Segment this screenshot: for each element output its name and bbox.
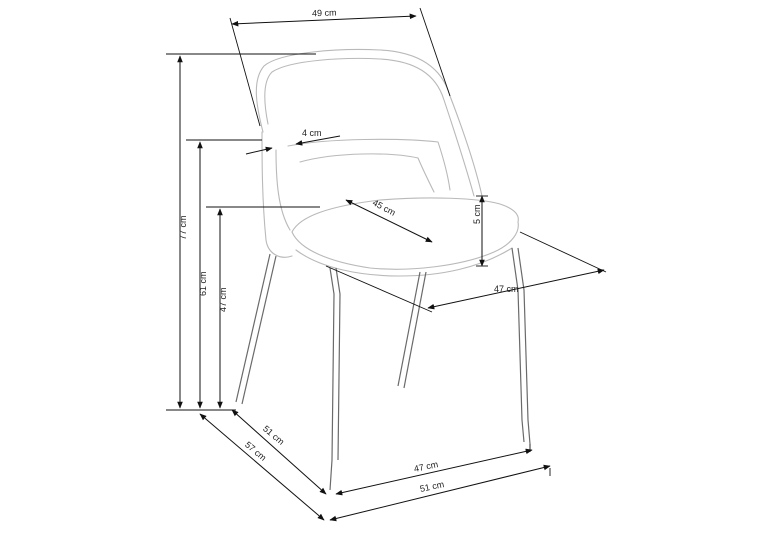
label-total-height: 77 cm <box>178 215 188 240</box>
label-seat-thickness: 5 cm <box>472 204 482 224</box>
dimension-lines <box>166 7 607 522</box>
seat-top <box>291 197 519 233</box>
label-seat-width: 47 cm <box>494 284 519 294</box>
leg-back-right-2 <box>403 271 427 389</box>
shell-left-inner <box>275 149 291 231</box>
label-seat-depth: 45 cm <box>371 197 397 217</box>
label-armrest-height: 61 cm <box>198 271 208 296</box>
label-base-width: 47 cm <box>413 459 439 474</box>
backrest-opening-lower <box>299 153 435 193</box>
label-backrest-thickness: 4 cm <box>302 128 322 138</box>
backrest-opening <box>287 138 451 191</box>
leg-front-left-back <box>335 267 341 461</box>
backrest-inner <box>264 57 475 197</box>
seat-bottom <box>295 247 513 277</box>
chair-legs <box>235 247 531 491</box>
label-base-depth: 51 cm <box>261 423 286 446</box>
chair-outline <box>255 48 519 277</box>
label-top-width: 49 cm <box>312 7 337 18</box>
label-seat-height: 47 cm <box>218 287 228 312</box>
leg-back-right <box>397 271 421 387</box>
seat-front <box>291 221 519 270</box>
label-total-depth: 57 cm <box>243 439 268 462</box>
backrest-outer <box>255 48 483 197</box>
dimension-labels: 49 cm 4 cm 45 cm 5 cm 47 cm 77 cm 61 cm … <box>178 7 519 493</box>
leg-back-left <box>235 253 271 403</box>
label-total-width: 51 cm <box>419 479 445 494</box>
leg-front-left <box>329 267 335 491</box>
shell-left-side <box>261 131 293 258</box>
leg-back-left-2 <box>241 255 277 405</box>
